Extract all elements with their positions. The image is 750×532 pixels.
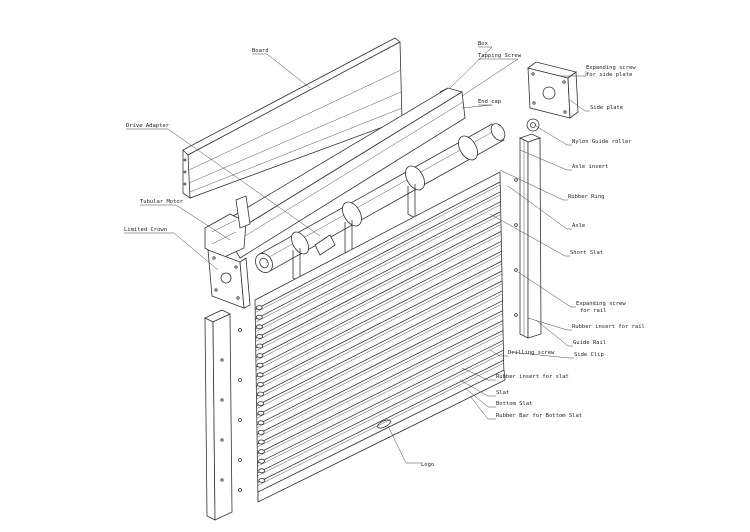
slat-line [255, 221, 502, 349]
label-expanding-screw-rail-1: Expanding screw [576, 301, 626, 307]
slat-groove [255, 214, 501, 342]
label-expanding-screw-rail-2: for rail [580, 308, 607, 314]
slat-curtain [254, 171, 506, 503]
slat-line [256, 260, 502, 387]
slat-end-cap [257, 420, 265, 426]
label-rubber-insert-slat: Rubber insert for slat [496, 374, 569, 380]
label-drive-adapter: Drive Adapter [126, 123, 170, 129]
slat-line [256, 250, 502, 378]
slat-groove [255, 204, 501, 333]
slat-groove [257, 323, 504, 448]
side-plate-right [526, 61, 579, 132]
slat-line [255, 240, 502, 368]
slat-end-cap [255, 314, 263, 320]
slat-end-cap [256, 333, 264, 339]
slat-groove [255, 244, 502, 371]
slat-line [256, 280, 503, 406]
board-part [182, 37, 403, 199]
guide-rail-right [514, 133, 542, 339]
slat-groove [255, 184, 501, 313]
slat-end-cap [257, 410, 265, 416]
slat-end-cap [257, 391, 264, 397]
slat-end-cap [256, 343, 264, 349]
slat-end-cap [256, 372, 264, 378]
slat-end-cap [255, 305, 263, 311]
slat-line [254, 181, 501, 310]
guide-rail-left [204, 309, 242, 521]
slat-end-cap [258, 477, 266, 483]
label-logo: Logo [421, 462, 434, 468]
slat-line [255, 191, 501, 320]
slat-groove [256, 303, 503, 429]
slat-groove [257, 362, 504, 486]
label-limited-crown: Limited Crown [124, 227, 167, 233]
slat-end-cap [256, 381, 264, 387]
slat-groove [257, 343, 504, 467]
label-board: Board [252, 48, 269, 54]
label-side-clip: Side Clip [574, 352, 604, 358]
label-rubber-insert-rail: Rubber insert for rail [572, 324, 645, 330]
label-tapping-screw: Tapping Screw [478, 53, 522, 59]
slat-end-cap [258, 458, 265, 464]
slat-line [256, 290, 503, 416]
slat-end-cap [257, 401, 265, 407]
label-bottom-slat: Bottom Slat [496, 401, 532, 407]
slat-groove [256, 273, 503, 400]
label-tubular-motor: Tubular Motor [140, 199, 184, 205]
label-axle: Axle [572, 223, 585, 229]
slat-end-cap [256, 324, 263, 330]
leader-lines [124, 46, 590, 464]
slat-groove [255, 194, 501, 323]
slat-line [257, 330, 504, 454]
slat-line [257, 359, 504, 483]
slat-line [255, 201, 501, 330]
slat-groove [256, 253, 502, 381]
slat-end-cap [258, 468, 266, 474]
slat-line [257, 339, 504, 464]
box-part [204, 87, 466, 259]
slat-line [257, 349, 504, 474]
slat-line [256, 270, 503, 397]
label-slat: Slat [496, 390, 509, 396]
slat-end-cap [257, 439, 265, 445]
part-labels: Board Box Tapping Screw End cap Drive Ad… [124, 41, 645, 468]
label-expanding-screw-side-plate-2: for side plate [586, 72, 632, 78]
slat-end-cap [257, 429, 265, 435]
slat-line [257, 320, 504, 445]
label-rubber-bar-bottom-slat: Rubber Bar for Bottom Slat [496, 413, 582, 419]
slat-line [255, 231, 502, 358]
slat-end-cap [257, 449, 265, 455]
slat-groove [255, 234, 502, 361]
slat-groove [255, 224, 502, 352]
slat-end-cap [256, 362, 264, 368]
label-guide-rail: Guide Rail [573, 340, 606, 346]
slat-line [255, 211, 501, 339]
label-nylon-guide-roller: Nylon Guide roller [572, 139, 632, 145]
label-end-cap: End cap [478, 99, 501, 105]
label-rubber-ring: Rubber Ring [568, 194, 604, 200]
slat-line [256, 300, 503, 426]
slat-groove [256, 263, 502, 390]
label-box: Box [478, 41, 489, 47]
slat-groove [256, 293, 503, 419]
slat-groove [257, 333, 504, 457]
label-drilling-screw: Drilling screw [508, 350, 555, 356]
slat-end-cap [256, 353, 264, 359]
slat-groove [256, 313, 503, 438]
side-plate-left [207, 249, 251, 309]
slat-groove [256, 283, 503, 409]
slat-groove [257, 352, 504, 477]
axle-part [255, 123, 506, 283]
slat-line [256, 310, 503, 435]
label-axle-insert: Axle insert [572, 164, 608, 170]
label-side-plate: Side plate [590, 105, 623, 111]
label-expanding-screw-side-plate-1: Expanding screw [586, 65, 636, 71]
label-short-slat: Short Slat [570, 250, 603, 256]
